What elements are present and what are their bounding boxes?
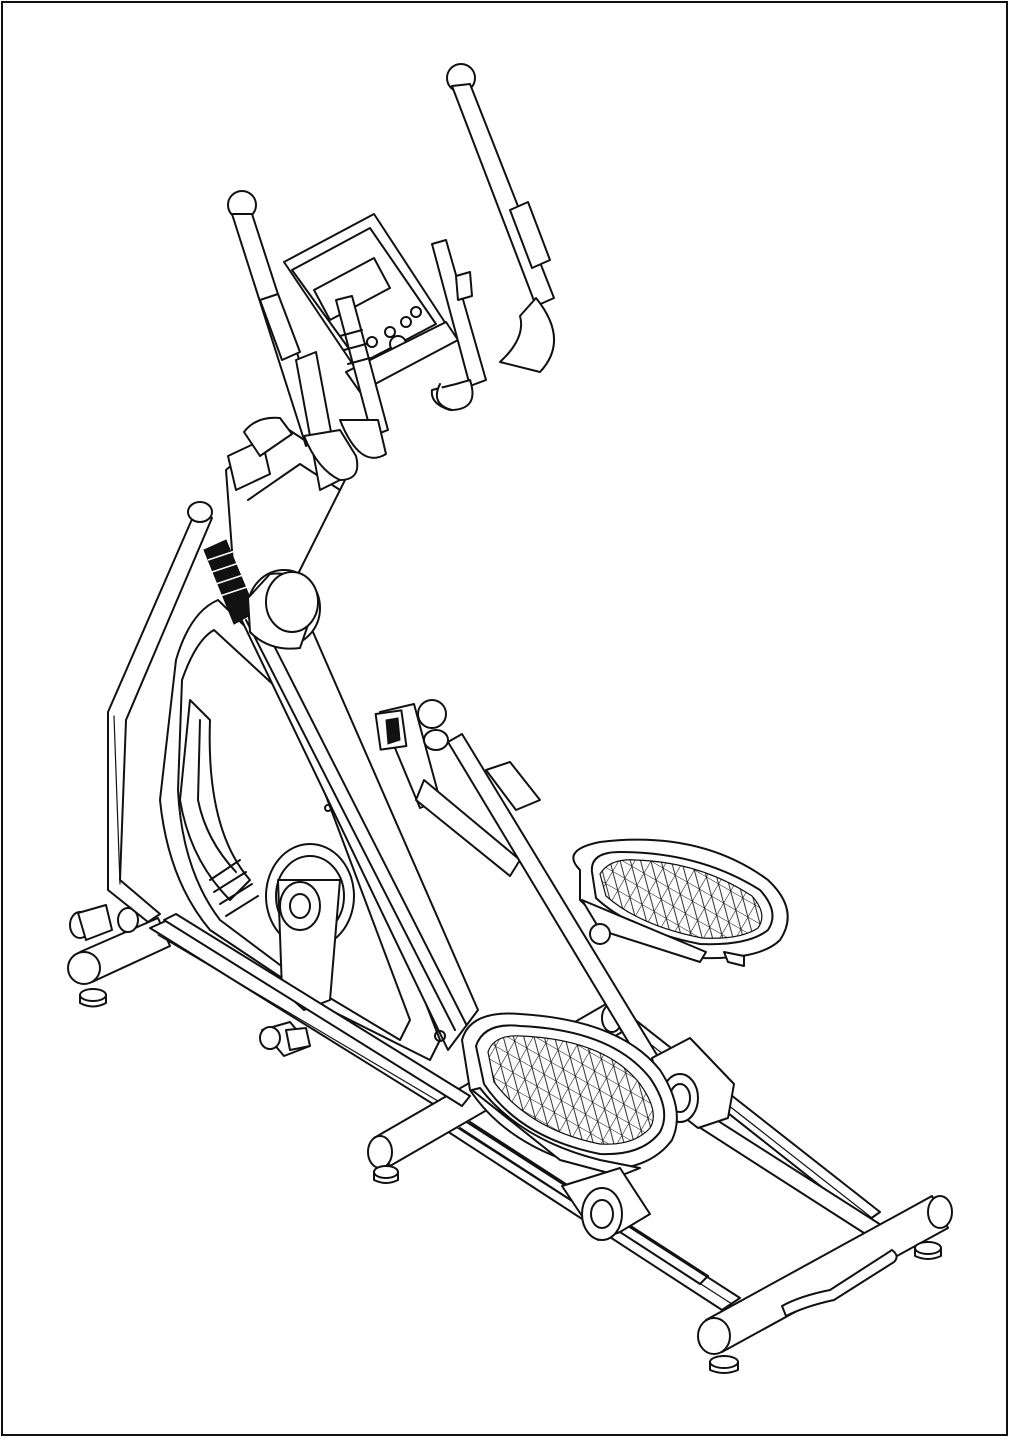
left-handle-arm [227, 190, 359, 491]
right-handle-arm [430, 63, 555, 411]
right-pedal [572, 838, 789, 967]
crank-pulley [265, 843, 355, 1011]
console-button [400, 316, 412, 328]
console-display [313, 257, 391, 321]
base-frame [67, 904, 953, 1374]
rail-bolt [259, 1021, 311, 1057]
console-button [384, 326, 396, 338]
pedal-grip [599, 859, 763, 939]
left-pedal [461, 1012, 678, 1177]
left-wheel-carriage [561, 1167, 651, 1241]
console-button [410, 306, 422, 318]
rear-stabilizer [67, 904, 171, 1008]
console-button [366, 336, 378, 348]
front-stabilizer [697, 1195, 953, 1374]
main-body-shroud [107, 501, 521, 1061]
console [283, 213, 459, 459]
pedal-grip [487, 1035, 654, 1145]
